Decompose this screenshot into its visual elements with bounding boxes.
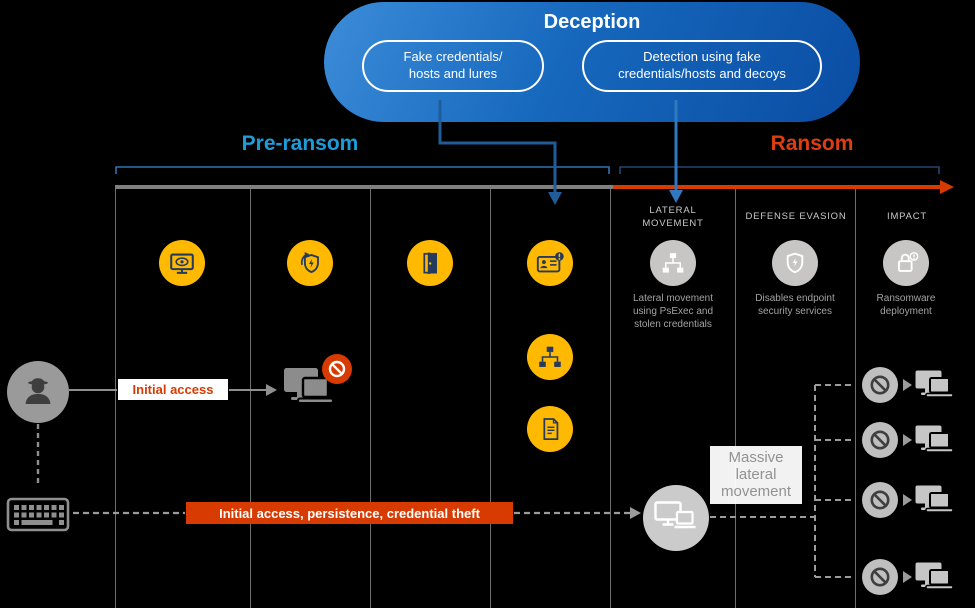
devices-icon xyxy=(284,368,334,404)
pre-ransom-bracket xyxy=(115,166,610,174)
blocked-prohibition-icon xyxy=(328,360,346,378)
spread-arrow-icon xyxy=(903,571,912,583)
devices-icon xyxy=(915,425,954,453)
target-devices xyxy=(914,484,958,525)
lateral-movement-description: Lateral movement using PsExec and stolen… xyxy=(632,293,714,331)
compromised-device xyxy=(282,354,352,412)
shield-lightning-icon xyxy=(786,252,804,274)
devices-icon xyxy=(654,501,696,529)
shield-persistence-icon xyxy=(300,251,319,273)
blocked-node xyxy=(862,422,898,458)
initial-access-arrowhead xyxy=(266,384,277,396)
blocked-node xyxy=(862,367,898,403)
lateral-movement-header-line1: LATERAL xyxy=(649,205,697,216)
attacker-spy-icon xyxy=(25,378,51,404)
lock-alert-icon xyxy=(898,251,919,272)
detection-arrowhead xyxy=(669,190,683,203)
blocked-prohibition-icon xyxy=(870,375,890,395)
timeline-arrowhead xyxy=(940,180,954,194)
eye-monitor-icon xyxy=(170,253,194,274)
spread-arrow-icon xyxy=(903,494,912,506)
lateral-hub-circle xyxy=(643,485,709,551)
spread-arrow-icon xyxy=(903,434,912,446)
devices-icon xyxy=(915,562,954,590)
defense-evasion-description: Disables endpoint security services xyxy=(755,293,835,318)
fake-credentials-pill-line2: hosts and lures xyxy=(408,66,498,81)
script-circle xyxy=(527,406,573,452)
discovery-circle xyxy=(527,334,573,380)
persistence-arrowhead xyxy=(630,507,641,519)
devices-icon xyxy=(915,370,954,398)
deception-callout: Deception Fake credentials/ hosts and lu… xyxy=(324,2,860,122)
attacker-circle xyxy=(7,361,69,423)
pre-ransom-label: Pre-ransom xyxy=(241,132,359,155)
initial-access-label: Initial access xyxy=(118,379,228,400)
persistence-circle xyxy=(287,240,333,286)
massive-lateral-label: Massive lateral movement xyxy=(710,446,802,505)
spread-arrow-icon xyxy=(903,379,912,391)
keyboard-attack-node xyxy=(6,492,70,541)
blocked-node xyxy=(862,559,898,595)
org-chart-icon xyxy=(539,346,561,367)
keyboard-icon xyxy=(6,497,70,532)
target-devices xyxy=(914,369,958,410)
detection-pill: Detection using fake credentials/hosts a… xyxy=(582,40,822,92)
impact-header: IMPACT xyxy=(887,211,927,222)
backdoor-circle xyxy=(407,240,453,286)
credential-card-alert-icon xyxy=(536,252,564,273)
blocked-prohibition-icon xyxy=(870,430,890,450)
persistence-label: Initial access, persistence, credential … xyxy=(186,502,513,524)
door-backdoor-icon xyxy=(423,252,437,275)
ransom-bracket xyxy=(619,166,940,174)
target-devices xyxy=(914,561,958,602)
fake-credentials-arrowhead xyxy=(548,192,562,205)
deception-title: Deception xyxy=(543,11,641,33)
detection-pill-line2: credentials/hosts and decoys xyxy=(618,66,786,81)
target-devices xyxy=(914,424,958,465)
credential-theft-circle xyxy=(527,240,573,286)
devices-icon xyxy=(915,485,954,513)
network-nodes-icon xyxy=(662,253,684,273)
script-document-icon xyxy=(543,418,559,440)
fake-credentials-pill: Fake credentials/ hosts and lures xyxy=(362,40,544,92)
monitoring-circle xyxy=(159,240,205,286)
lateral-movement-header-line2: MOVEMENT xyxy=(642,218,704,230)
blocked-prohibition-icon xyxy=(870,567,890,587)
fake-credentials-pill-line1: Fake credentials/ xyxy=(403,49,503,65)
lateral-movement-circle xyxy=(650,240,696,286)
lateral-movement-header: LATERAL MOVEMENT xyxy=(617,204,729,231)
impact-description: Ransomware deployment xyxy=(876,293,936,318)
blocked-prohibition-icon xyxy=(870,490,890,510)
blocked-badge xyxy=(322,354,352,384)
defense-evasion-header: DEFENSE EVASION xyxy=(745,211,847,222)
detection-pill-line1: Detection using fake xyxy=(643,49,761,65)
impact-circle xyxy=(883,240,929,286)
blocked-node xyxy=(862,482,898,518)
ransom-label: Ransom xyxy=(770,132,854,155)
deception-pill-row: Fake credentials/ hosts and lures Detect… xyxy=(324,40,860,92)
defense-evasion-circle xyxy=(772,240,818,286)
